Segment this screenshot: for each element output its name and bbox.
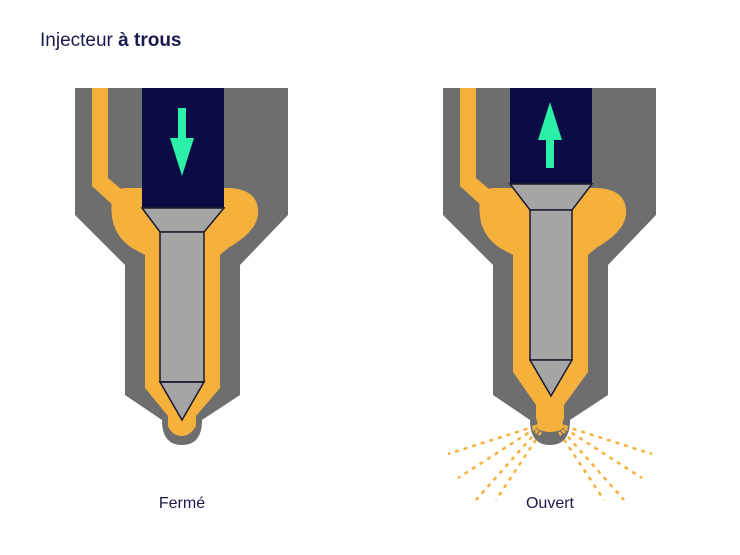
open-nozzle-hole (536, 420, 564, 432)
arrow-up-icon (538, 102, 562, 168)
diagram-title: Injecteur à trous (40, 30, 182, 52)
caption-open: Ouvert (525, 495, 574, 512)
title-bold: à trous (118, 30, 182, 51)
caption-closed: Fermé (158, 495, 206, 512)
open-needle-tip (528, 359, 574, 398)
injector-closed (75, 88, 288, 445)
injector-open (443, 88, 656, 501)
closed-fuel-channel (92, 88, 128, 208)
arrow-down-icon (170, 108, 194, 176)
title-regular: Injecteur (40, 30, 119, 51)
closed-needle-shaft (159, 231, 205, 383)
fuel-spray (447, 424, 653, 501)
open-fuel-channel (460, 88, 496, 208)
open-needle-shaft (529, 209, 573, 361)
